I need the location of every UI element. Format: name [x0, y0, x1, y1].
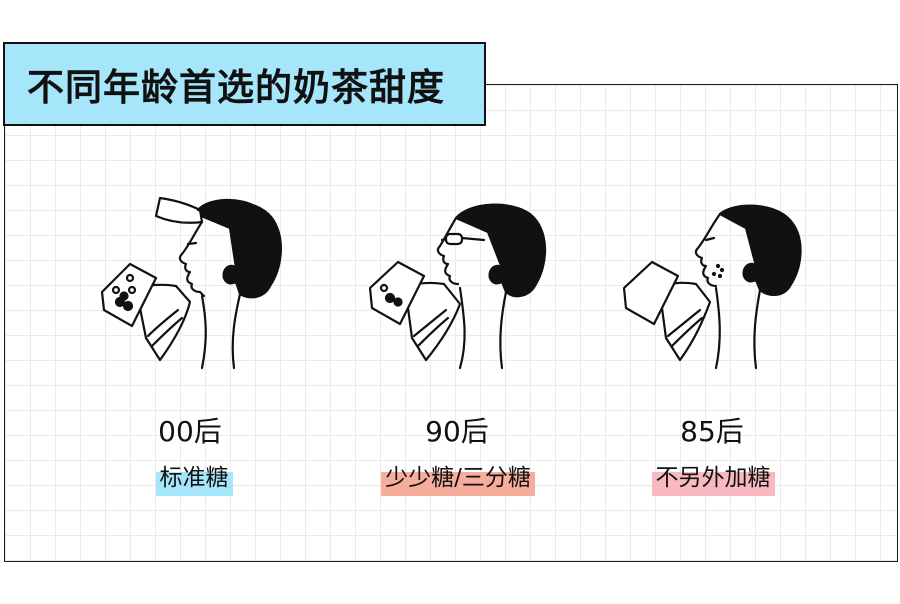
- title-banner: 不同年龄首选的奶茶甜度: [3, 42, 486, 126]
- page-title: 不同年龄首选的奶茶甜度: [27, 66, 445, 109]
- preference-label-standard: 标准糖: [155, 458, 233, 496]
- preference-group-00: 标准糖: [142, 458, 246, 496]
- preference-group-85: 不另外加糖: [635, 458, 791, 496]
- age-label-90: 90后: [425, 415, 489, 448]
- age-label-85: 85后: [680, 415, 744, 448]
- drinker-stubble-icon: [610, 188, 870, 378]
- drinker-glasses-icon: [360, 188, 620, 378]
- drinker-cap-icon: [90, 188, 350, 378]
- preference-group-90: 少少糖/三分糖: [360, 458, 556, 496]
- preference-label-no-sugar: 不另外加糖: [651, 458, 775, 496]
- preference-label-low-sugar: 少少糖/三分糖: [381, 458, 535, 496]
- age-label-00: 00后: [158, 415, 222, 448]
